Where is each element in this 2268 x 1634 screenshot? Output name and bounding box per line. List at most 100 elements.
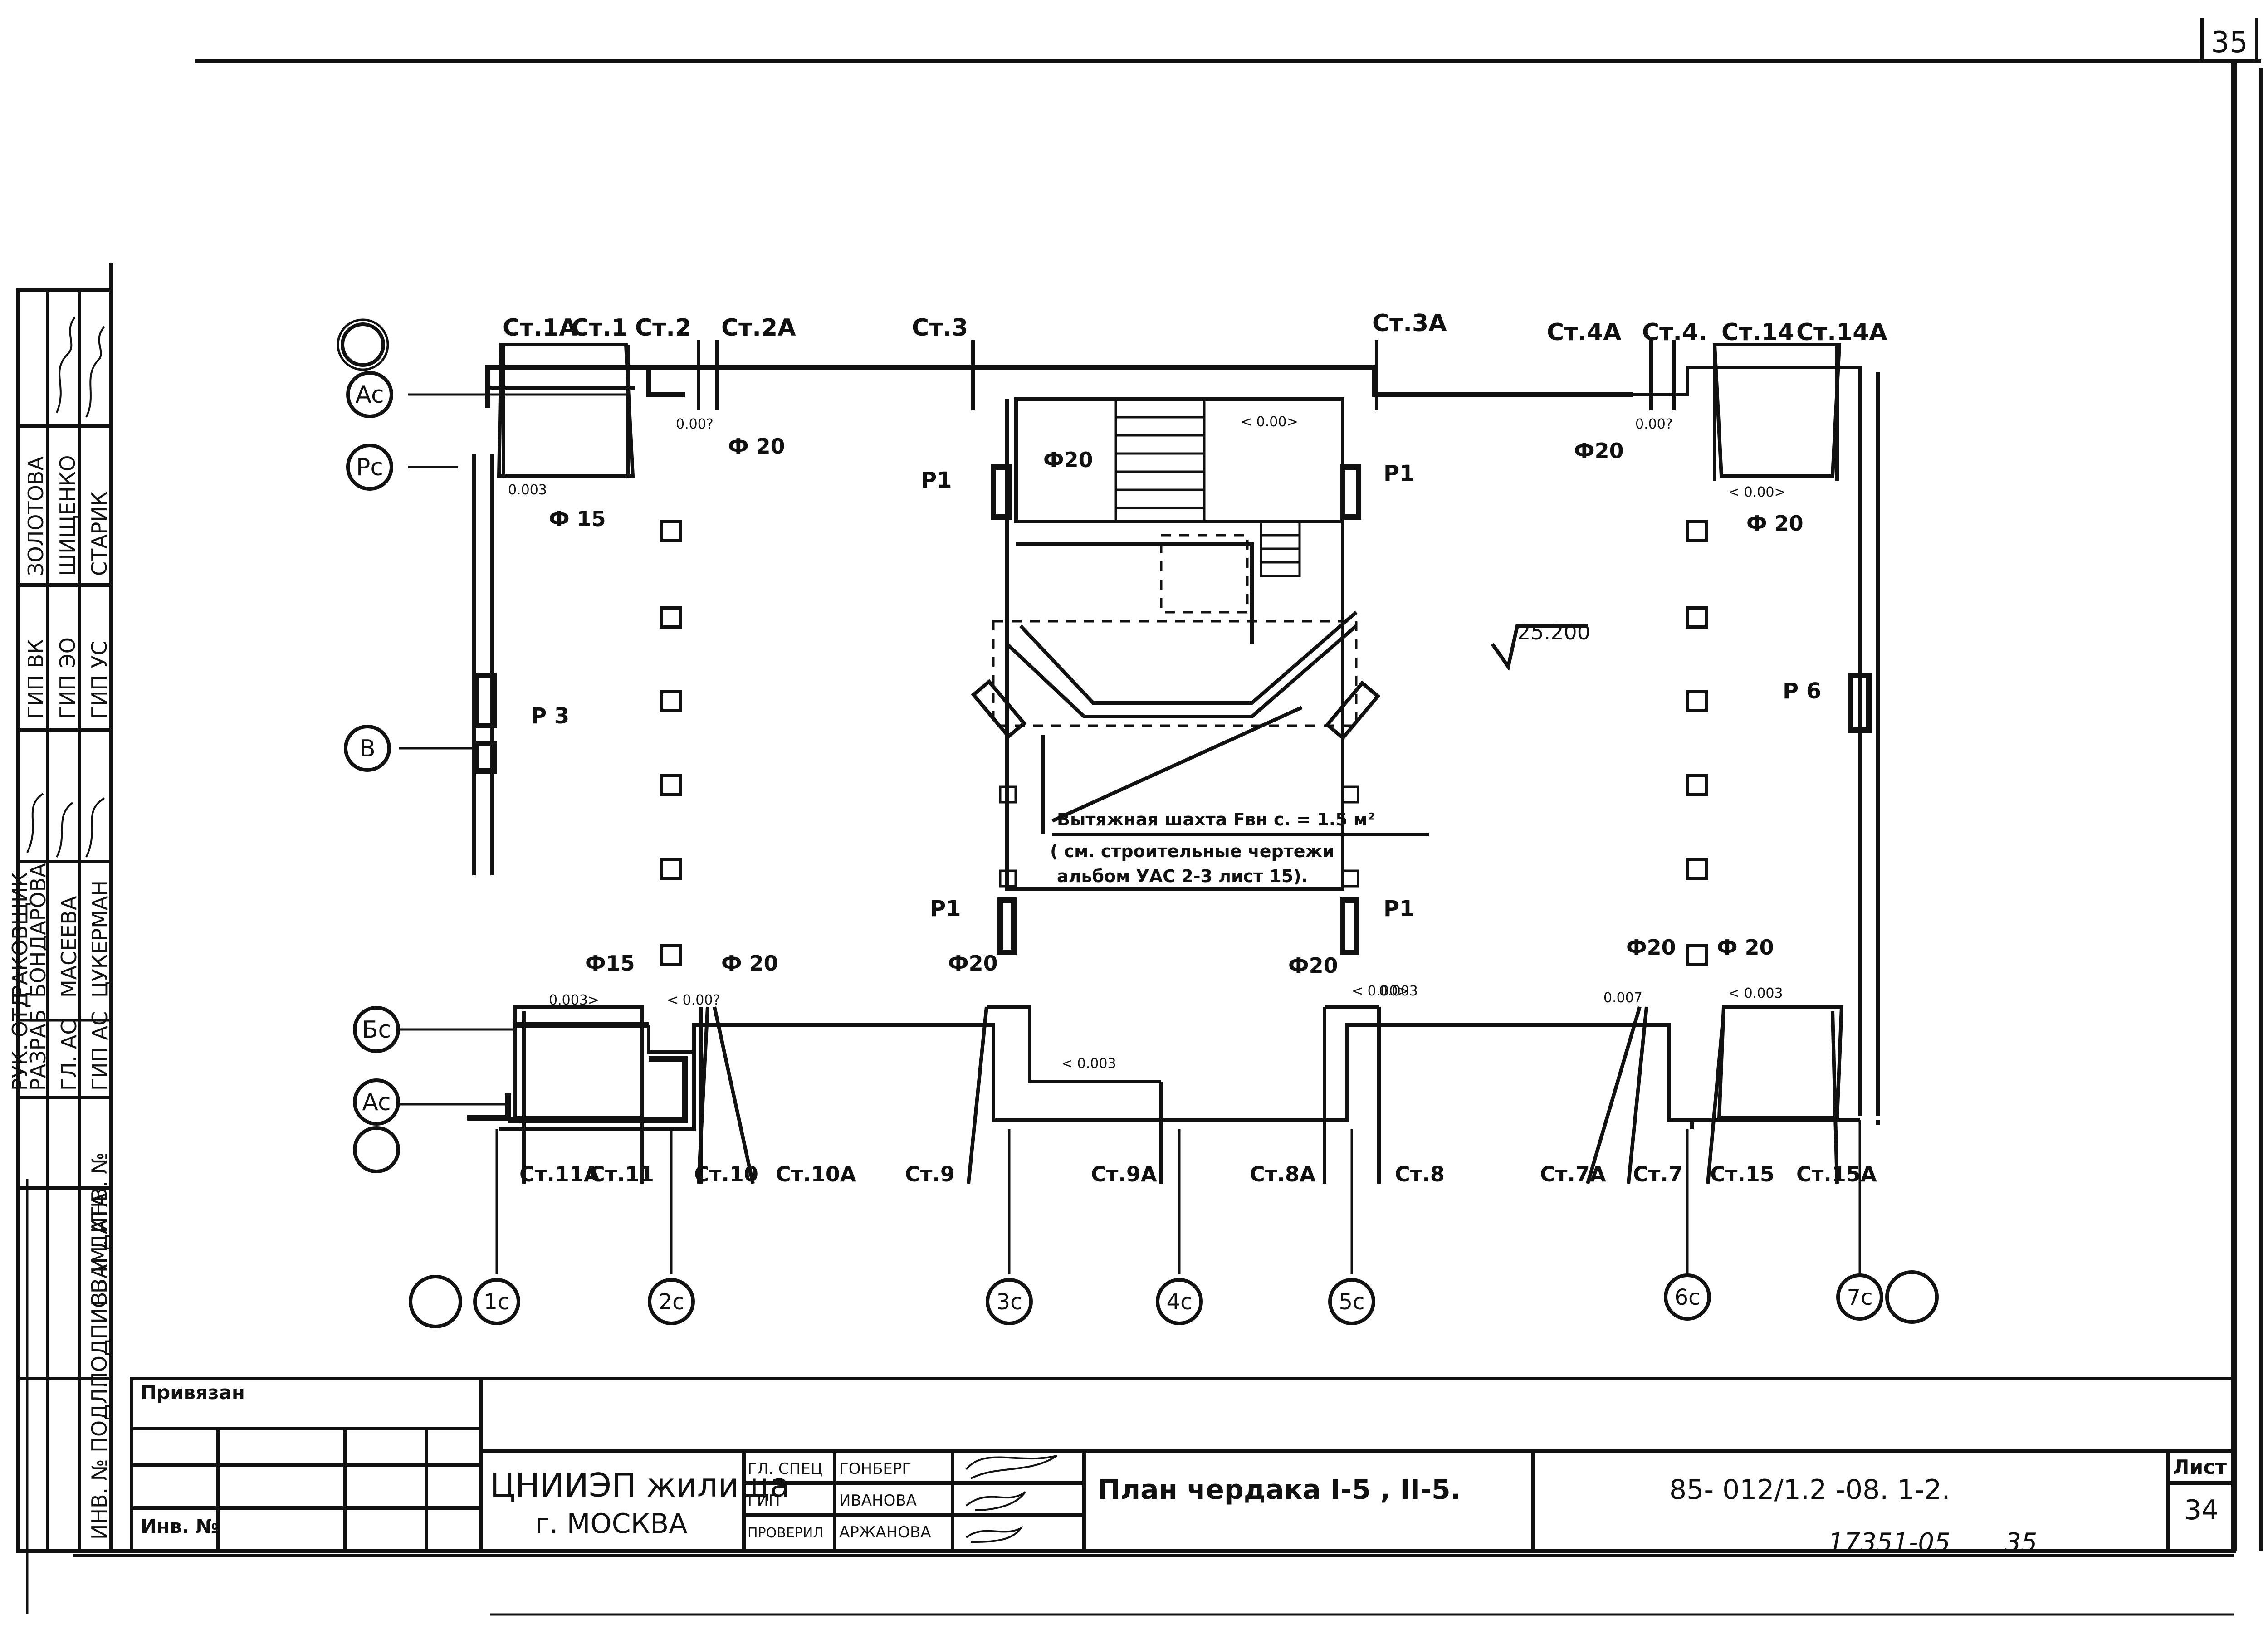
stamp-role: РУК. ОТД <box>8 992 32 1091</box>
axis-label: 3c <box>997 1289 1022 1315</box>
org-city: г. МОСКВА <box>535 1508 687 1540</box>
left-axis-labels: Ac Pc B Бc Ac <box>355 381 391 1116</box>
stamp-name: РАКОВЩИК <box>8 872 32 998</box>
axis-label: 4c <box>1167 1289 1193 1315</box>
riser-label: Ст.15А <box>1796 1162 1877 1186</box>
bottom-axis-labels: 1c 2c 3c 4c 5c 6c 7c <box>484 1285 1873 1315</box>
grating-labels: Р1 Р1 Р 3 Р 6 Р1 Р1 <box>531 461 1821 922</box>
slope-label: < 0.00> <box>1728 484 1786 500</box>
riser-label: Ст.8А <box>1250 1162 1316 1186</box>
riser-label: Ст.11А <box>519 1162 600 1186</box>
elevation-mark: 25.200 <box>1491 620 1590 671</box>
note-line: ( см. строительные чертежи <box>1050 841 1334 861</box>
role-name: ИВАНОВА <box>839 1492 917 1510</box>
axis-label: 7c <box>1847 1285 1873 1310</box>
role-name: АРЖАНОВА <box>839 1523 931 1541</box>
riser-label: Ст.4А <box>1547 319 1621 346</box>
riser-label: Ст.1А <box>503 314 577 341</box>
archive-page: 35 <box>2005 1528 2037 1557</box>
drawing-title: План чердака I-5 , II-5. <box>1098 1474 1461 1506</box>
riser-labels-bottom: Ст.11А Ст.11 Ст.10 Ст.10А Ст.9 Ст.9А Ст.… <box>519 1162 1877 1186</box>
riser-label: Ст.14А <box>1796 319 1887 346</box>
riser-label: Ст.15 <box>1710 1162 1774 1186</box>
stamp-role: ГИП УС <box>87 641 112 719</box>
axis-label: Pc <box>356 454 383 481</box>
riser-label: Ст.10А <box>776 1162 856 1186</box>
axis-label: 5c <box>1339 1289 1365 1315</box>
title-block <box>130 1377 2236 1553</box>
riser-label: Ст.14 <box>1721 319 1794 346</box>
role-label: ПРОВЕРИЛ <box>748 1525 823 1541</box>
axis-label: 6c <box>1675 1285 1701 1310</box>
stamp-vertical-label: ПОДПИСЬ И ДАТА <box>87 1192 112 1388</box>
sheet-label: Лист <box>2173 1456 2227 1479</box>
columns <box>660 520 1708 966</box>
riser-label: Ст.7 <box>1633 1162 1683 1186</box>
archive-number: 17351-05 <box>1828 1528 1950 1557</box>
org-name: ЦНИИЭП жилища <box>490 1466 790 1504</box>
riser-label: Ст.1 <box>572 314 628 341</box>
stamp-vertical-label: ИНВ. № ПОДЛ. <box>87 1382 112 1540</box>
slope-label: < 0.00> <box>1352 983 1409 999</box>
pipe-labels: Ф 15 Ф 20 Ф20 Ф20 Ф 20 Ф15 Ф 20 Ф20 Ф20 … <box>549 434 1804 978</box>
riser-label: Ст.10 <box>694 1162 758 1186</box>
riser-label: Ст.3 <box>912 314 968 341</box>
slope-label: 0.003 <box>508 482 547 498</box>
pipe-diameter-label: Ф 20 <box>1746 511 1804 536</box>
axis-label: 2c <box>659 1289 684 1315</box>
stamp-vertical-label: ВЗАМ. ИНВ. № <box>87 1152 112 1306</box>
note-line: альбом УАС 2-3 лист 15). <box>1057 866 1308 886</box>
riser-label: Ст.4. <box>1642 319 1707 346</box>
slope-label: 0.003> <box>549 992 599 1008</box>
stamp-name: МАСЕЕВА <box>57 896 81 998</box>
axis-label: 1c <box>484 1289 510 1315</box>
sheet-number: 35 <box>2211 26 2248 59</box>
grating-label: Р1 <box>921 468 952 493</box>
pipe-diameter-label: Ф20 <box>1626 935 1676 960</box>
stamp-role: ГИП АС <box>88 1011 112 1091</box>
stamp-name: ЗОЛОТОВА <box>24 456 48 576</box>
stamp-name: БОНДАРОВА <box>26 863 50 998</box>
role-name: ГОНБЕРГ <box>839 1460 911 1478</box>
gratings <box>474 464 1872 955</box>
slope-labels: 0.003 0.00? < 0.00> 0.00? < 0.00> 0.003>… <box>508 414 1786 1072</box>
risers <box>502 340 1839 1185</box>
left-stamp-signatures <box>26 317 105 858</box>
stamp-name: СТАРИК <box>87 492 112 576</box>
riser-label: Ст.9А <box>1091 1162 1157 1186</box>
building-outline <box>467 365 1880 1131</box>
stair-core <box>971 397 1381 741</box>
axis-label: Бc <box>362 1016 391 1044</box>
stamp-role: ГЛ. АС <box>57 1020 81 1091</box>
slope-label: < 0.003 <box>1728 985 1783 1001</box>
axis-lines <box>399 393 1861 1274</box>
slope-label: 0.00? <box>676 416 714 432</box>
grating-label: Р1 <box>1383 896 1415 922</box>
axis-label: B <box>359 735 376 762</box>
left-axis-bubbles <box>337 318 400 1173</box>
grating-label: Р 3 <box>531 703 569 729</box>
elevation-value: 25.200 <box>1517 620 1590 644</box>
stamp-name: ШИЩЕНКО <box>55 455 80 576</box>
riser-label: Ст.2А <box>721 314 796 341</box>
slope-label: 0.007 <box>1603 990 1642 1006</box>
role-label: ГИП <box>748 1492 780 1510</box>
stamp-role: ГИП ЭО <box>55 637 80 719</box>
riser-label: Ст.11 <box>590 1162 654 1186</box>
pipe-diameter-label: Ф15 <box>585 951 635 976</box>
title-block-text: Привязан Инв. № ЦНИИЭП жилища г. МОСКВА … <box>141 1381 2227 1557</box>
left-stamp <box>16 288 113 1553</box>
stamp-role: РАЗРАБ <box>26 1010 50 1091</box>
role-label: ГЛ. СПЕЦ <box>748 1460 822 1478</box>
pipe-diameter-label: Ф20 <box>948 951 998 976</box>
riser-label: Ст.7А <box>1540 1162 1606 1186</box>
axis-label: Ac <box>355 381 384 409</box>
axis-label: Ac <box>362 1089 391 1116</box>
pipe-diameter-label: Ф20 <box>1288 953 1338 978</box>
slope-label: 0.00? <box>1635 416 1673 432</box>
attached-label: Привязан <box>141 1381 245 1404</box>
exhaust-shaft-note: Вытяжная шахта Fвн с. = 1.5 м² ( см. стр… <box>1041 706 1429 886</box>
pipe-diameter-label: Ф 20 <box>1717 935 1774 960</box>
pipe-diameter-label: Ф 15 <box>549 507 606 531</box>
